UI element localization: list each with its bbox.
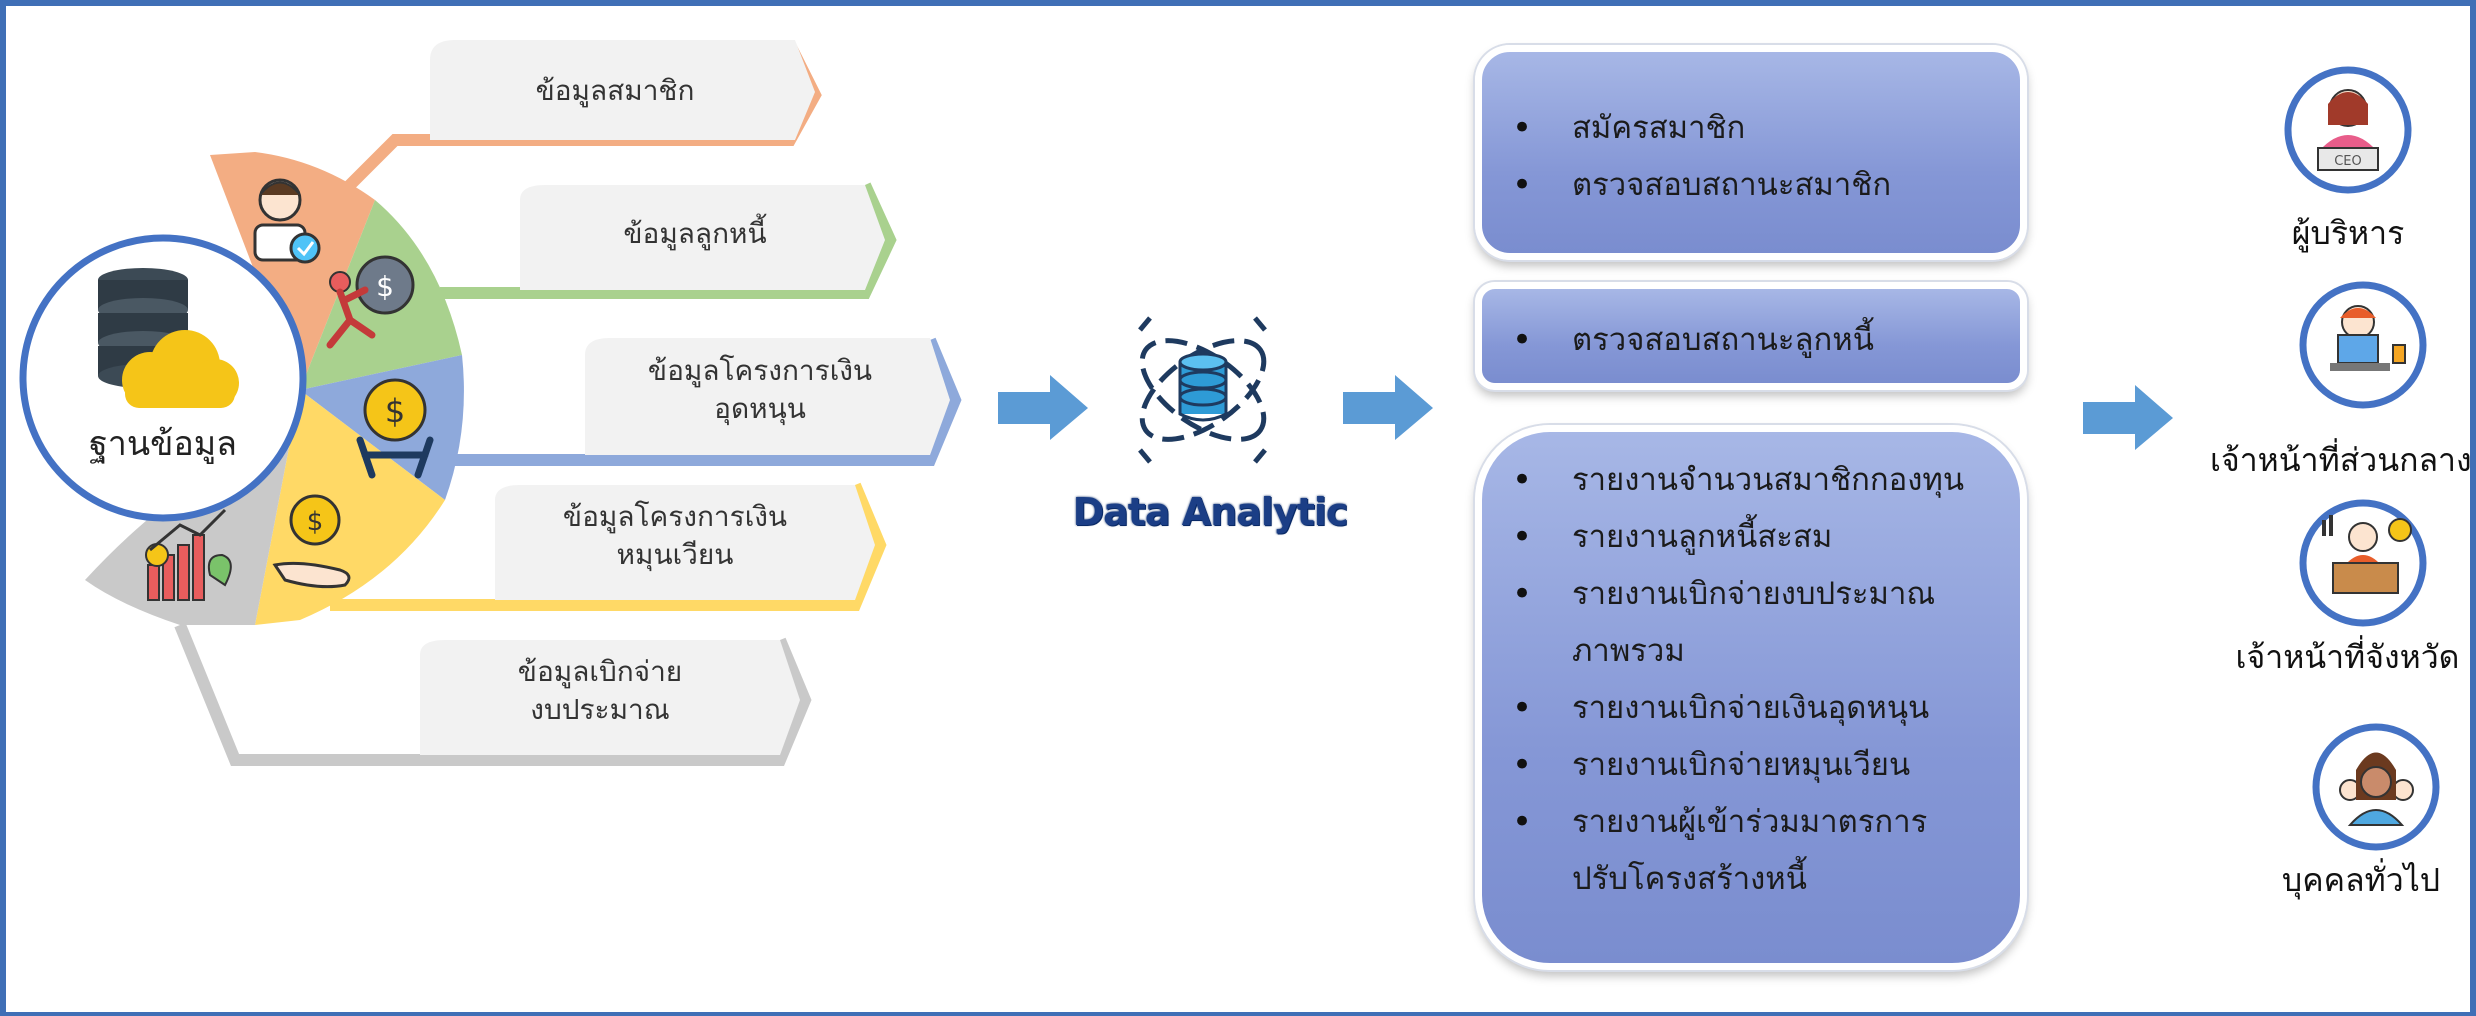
role-label-provincial-officer: เจ้าหน้าที่จังหวัด [2235,638,2460,676]
subsidy-coin-icon: $ [356,378,434,479]
flow-arrow-1 [998,375,1088,440]
ceo-avatar-icon [2284,66,2412,194]
role-label-public: บุคคลทั่วไป [2281,861,2441,899]
flow-arrow-2 [1343,375,1433,440]
output-item: รายงานเบิกจ่ายงบประมาณ ภาพรวม [1482,566,2020,680]
wedge-orange [210,152,375,390]
source-label-debtor: ข้อมูลลูกหนี้ [623,217,767,250]
output-item: ตรวจสอบสถานะสมาชิก [1482,157,2020,214]
hand-money-icon: $ [272,494,351,589]
output-item: รายงานเบิกจ่ายหมุนเวียน [1482,737,2020,794]
source-label-member: ข้อมูลสมาชิก [535,74,695,107]
role-label-central-officer: เจ้าหน้าที่ส่วนกลาง [2210,441,2472,479]
connector-yellow [330,482,887,611]
database-label: ฐานข้อมูล [88,424,237,464]
source-label-budget: ข้อมูลเบิกจ่าย งบประมาณ [517,655,683,726]
source-label-revolving: ข้อมูลโครงการเงิน หมุนเวียน [562,500,788,571]
svg-text:$: $ [385,392,405,430]
tag-bg-2 [520,185,885,290]
central-officer-icon [2299,281,2427,409]
public-people-icon [2312,723,2440,851]
output-box-member: สมัครสมาชิกตรวจสอบสถานะสมาชิก [1475,45,2027,260]
connector-gray [174,622,812,766]
debtor-weight-icon: $ [326,255,415,349]
output-item: รายงานเบิกจ่ายเงินอุดหนุน [1482,680,2020,737]
tag-bg-4 [495,485,875,600]
ceo-badge: CEO [2334,154,2362,169]
flow-arrow-3 [2083,385,2173,450]
output-item: ตรวจสอบสถานะลูกหนี้ [1482,319,2020,361]
role-label-executive: ผู้บริหาร [2291,214,2405,252]
database-cylinder-icon [1178,352,1228,422]
connector-green [440,182,897,299]
output-item: รายงานจำนวนสมาชิกกองทุน [1482,452,2020,509]
output-box-debtor: ตรวจสอบสถานะลูกหนี้ [1475,282,2027,390]
database-cloud-icon [98,268,239,408]
source-label-subsidy: ข้อมูลโครงการเงิน อุดหนุน [647,354,873,425]
provincial-officer-icon [2299,499,2427,627]
data-analytic-icon [1138,316,1267,464]
output-box-reports: รายงานจำนวนสมาชิกกองทุนรายงานลูกหนี้สะสม… [1475,425,2027,970]
budget-chart-icon [145,508,232,601]
tag-bg-1 [430,40,815,140]
member-person-icon [253,178,321,264]
data-analytic-label: Data Analytic [1072,490,1349,534]
svg-text:$: $ [307,507,324,537]
output-item: รายงานผู้เข้าร่วมมาตรการ ปรับโครงสร้างหน… [1482,794,2020,908]
output-item: สมัครสมาชิก [1482,100,2020,157]
output-item: รายงานลูกหนี้สะสม [1482,509,2020,566]
tag-bg-5 [420,640,800,755]
tag-bg-3 [585,338,950,455]
connector-blue [455,337,962,466]
svg-text:$: $ [376,270,394,303]
